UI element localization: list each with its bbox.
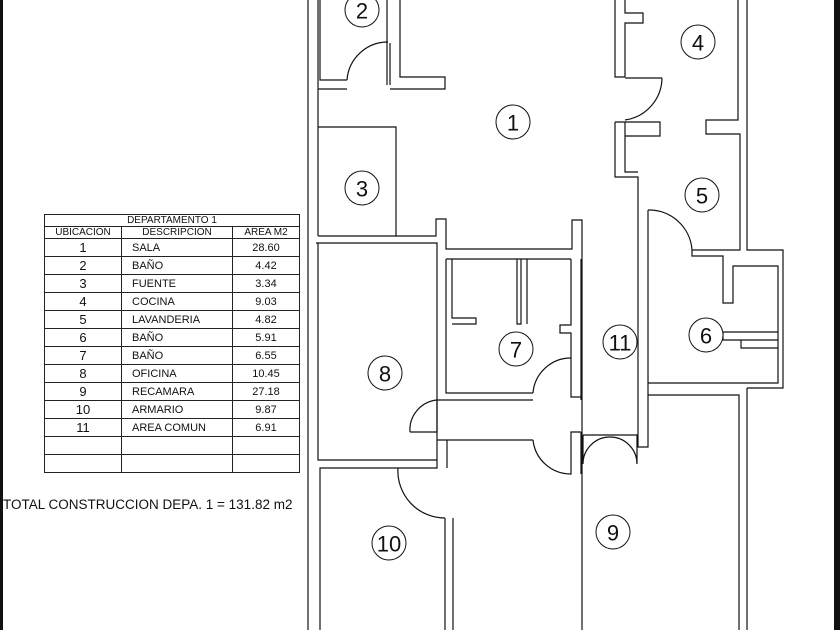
- room-number: 7: [510, 338, 522, 363]
- area-value: 4.82: [232, 310, 300, 329]
- room-label-circle: [602, 324, 638, 360]
- right-border: [834, 0, 840, 630]
- room-number: 6: [700, 324, 712, 349]
- room-number: 3: [356, 177, 368, 202]
- room-label-circle: [680, 24, 716, 60]
- area-value: 4.42: [232, 256, 300, 275]
- location-number: 10: [44, 400, 122, 419]
- area-value: 10.45: [232, 364, 300, 383]
- room-number: 2: [356, 0, 368, 24]
- room-label: 2: [344, 0, 380, 28]
- area-table: DEPARTAMENTO 1 UBICACION DESCRIPCION ARE…: [44, 214, 300, 473]
- room-number: 9: [607, 521, 619, 546]
- room-label-circle: [367, 355, 403, 391]
- description: ARMARIO: [121, 400, 233, 419]
- room-label: 9: [595, 514, 631, 550]
- room-label-circle: [344, 170, 380, 206]
- room-label: 11: [602, 324, 638, 360]
- room-label-circle: [688, 317, 724, 353]
- room-number: 10: [377, 532, 401, 557]
- room-number: 11: [609, 331, 632, 356]
- room-label-circle: [684, 177, 720, 213]
- description: BAÑO: [121, 346, 233, 365]
- room-label: 5: [684, 177, 720, 213]
- description: AREA COMUN: [121, 418, 233, 437]
- room-label-circle: [495, 104, 531, 140]
- room-label-circle: [371, 525, 407, 561]
- room-label: 6: [688, 317, 724, 353]
- description: LAVANDERIA: [121, 310, 233, 329]
- room-number: 1: [507, 111, 519, 136]
- walls: [307, 0, 784, 630]
- room-number: 5: [696, 184, 708, 209]
- room-label-circle: [595, 514, 631, 550]
- room-label-circle: [344, 0, 380, 28]
- area-value: 9.87: [232, 400, 300, 419]
- room-label: 3: [344, 170, 380, 206]
- room-number: 4: [692, 31, 704, 56]
- room-label: 1: [495, 104, 531, 140]
- room-label-circle: [498, 331, 534, 367]
- room-label: 7: [498, 331, 534, 367]
- total-construction: TOTAL CONSTRUCCION DEPA. 1 = 131.82 m2: [3, 497, 293, 512]
- description: BAÑO: [121, 328, 233, 347]
- room-label: 8: [367, 355, 403, 391]
- area-value: 9.03: [232, 292, 300, 311]
- table-row-empty: [44, 436, 300, 455]
- table-row-empty: [44, 454, 300, 473]
- room-label: 4: [680, 24, 716, 60]
- room-label: 10: [371, 525, 407, 561]
- room-number: 8: [379, 362, 391, 387]
- left-border: [0, 0, 3, 630]
